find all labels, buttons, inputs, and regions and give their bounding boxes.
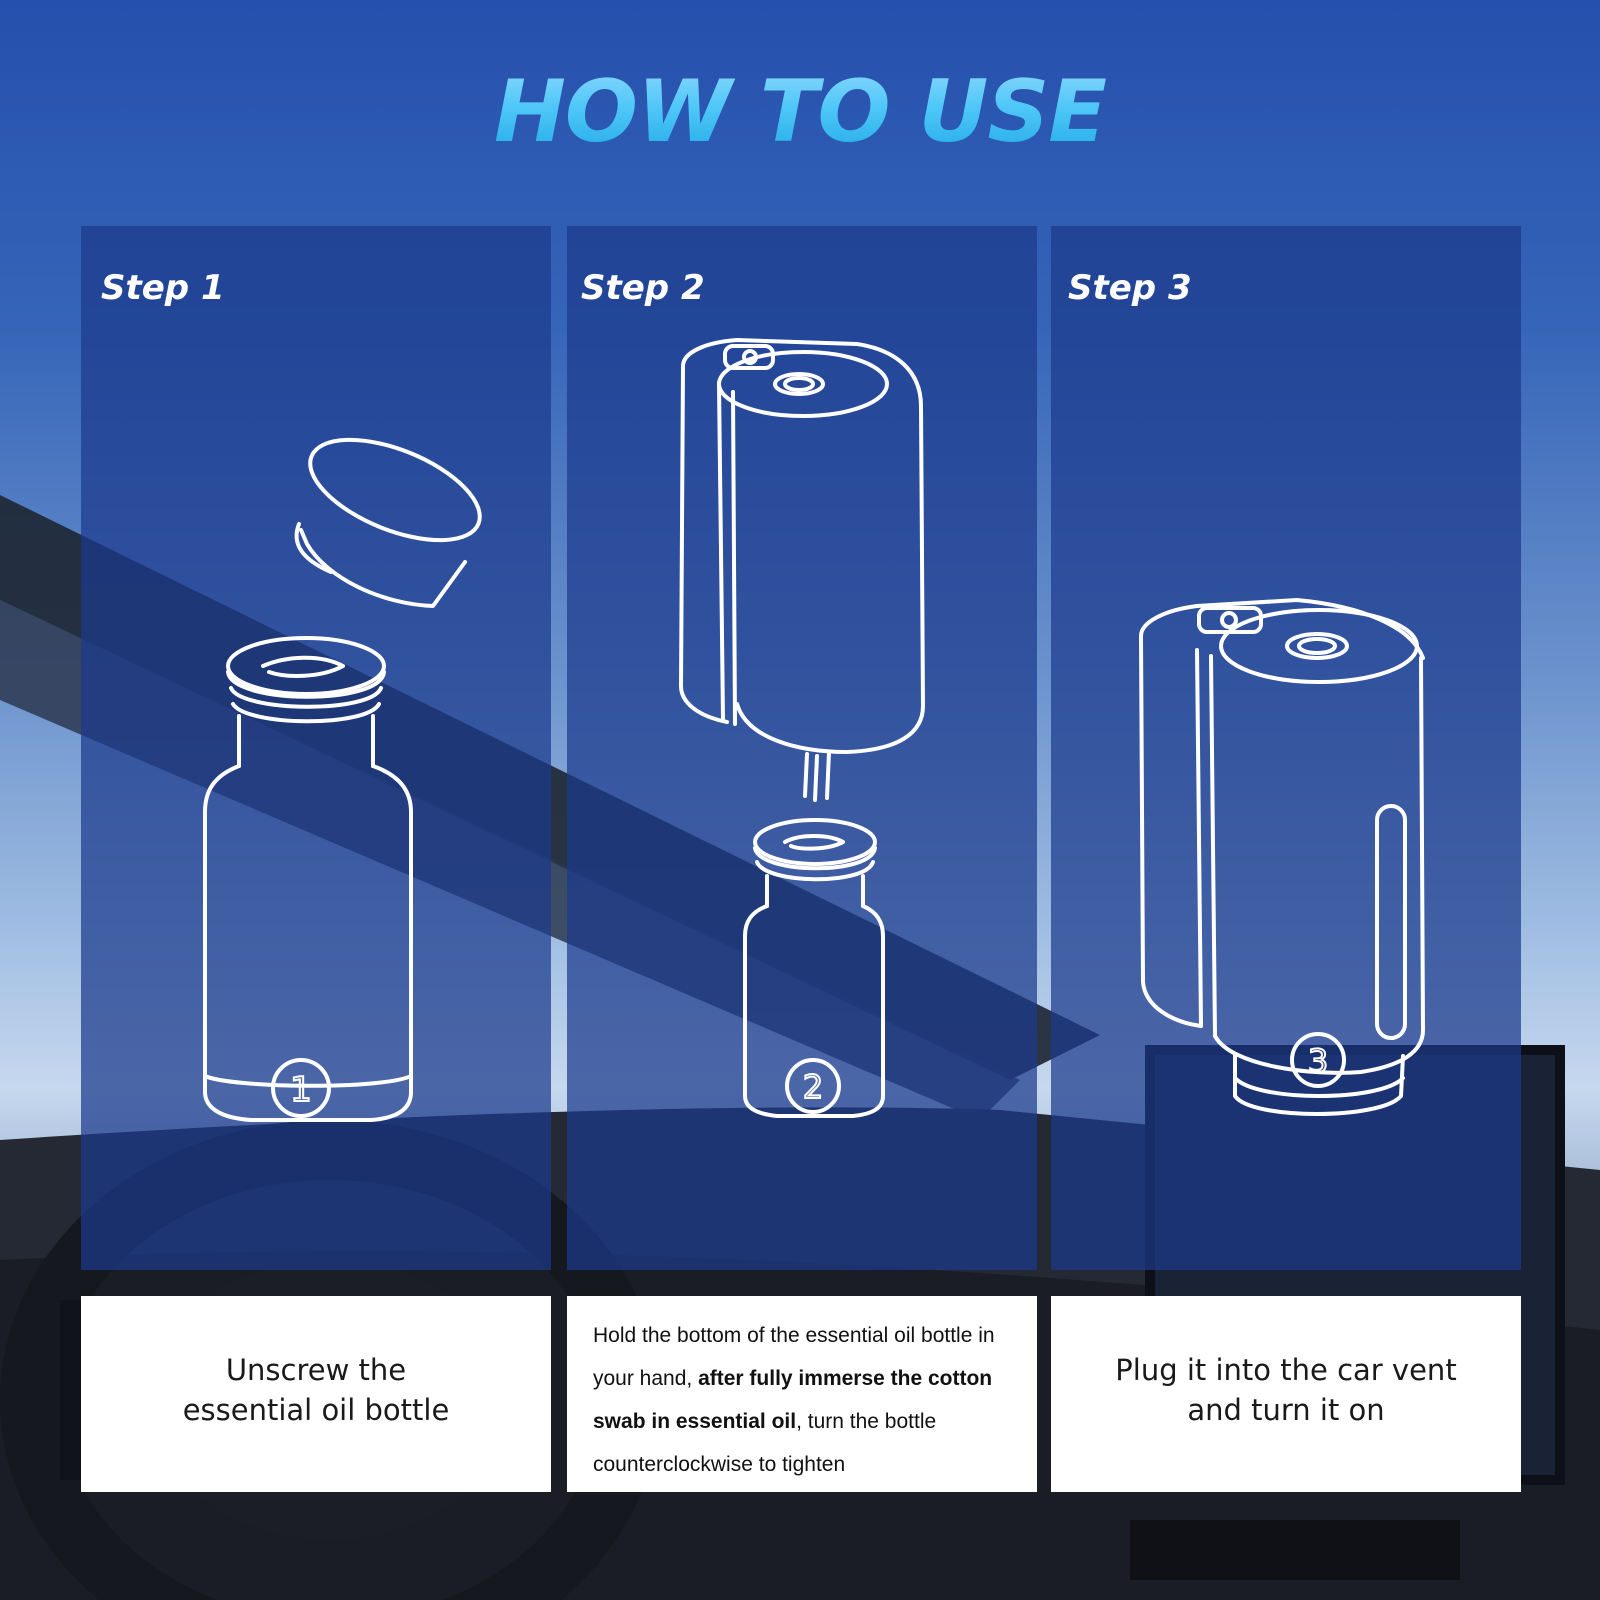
step-3-caption: Plug it into the car vent and turn it on (1051, 1296, 1521, 1492)
step-3-caption-text: Plug it into the car vent and turn it on (1051, 1350, 1521, 1430)
step-3-label: Step 3 (1068, 268, 1192, 308)
step-3-caption-line1: Plug it into the car vent (1115, 1353, 1457, 1387)
step-3-caption-line2: and turn it on (1187, 1393, 1385, 1427)
bottle-with-cap-icon: 1 (203, 437, 482, 1122)
step-2-number: 2 (803, 1068, 823, 1106)
step-2-caption-text: Hold the bottom of the essential oil bot… (593, 1314, 1029, 1486)
step-3-panel: Step 3 3 (1051, 226, 1521, 1270)
step-1-label: Step 1 (101, 268, 225, 308)
step-1-caption-text: Unscrew the essential oil bottle (81, 1350, 551, 1430)
step-1-panel: Step 1 1 (81, 226, 551, 1270)
step-2-caption-part-3: , turn the bottle counterclockwise to ti… (593, 1410, 937, 1476)
assembled-diffuser-icon: 3 (1139, 598, 1425, 1116)
page-title: HOW TO USE (0, 62, 1600, 162)
step-2-panel: Step 2 (567, 226, 1037, 1270)
step-1-caption-line2: essential oil bottle (182, 1393, 450, 1427)
diffuser-above-bottle-icon: 2 (679, 338, 925, 1118)
step-2-caption-part-2: after fully immerse the cotton swab in e… (593, 1367, 993, 1433)
step-2-caption-part-1: Hold the bottom of the essential oil bot… (593, 1324, 995, 1390)
step-1-caption-line1: Unscrew the (225, 1353, 407, 1387)
step-1-number: 1 (290, 1070, 312, 1110)
step-2-caption: Hold the bottom of the essential oil bot… (567, 1296, 1037, 1492)
step-1-caption: Unscrew the essential oil bottle (81, 1296, 551, 1492)
step-2-label: Step 2 (581, 268, 705, 308)
step-3-number: 3 (1308, 1042, 1328, 1080)
